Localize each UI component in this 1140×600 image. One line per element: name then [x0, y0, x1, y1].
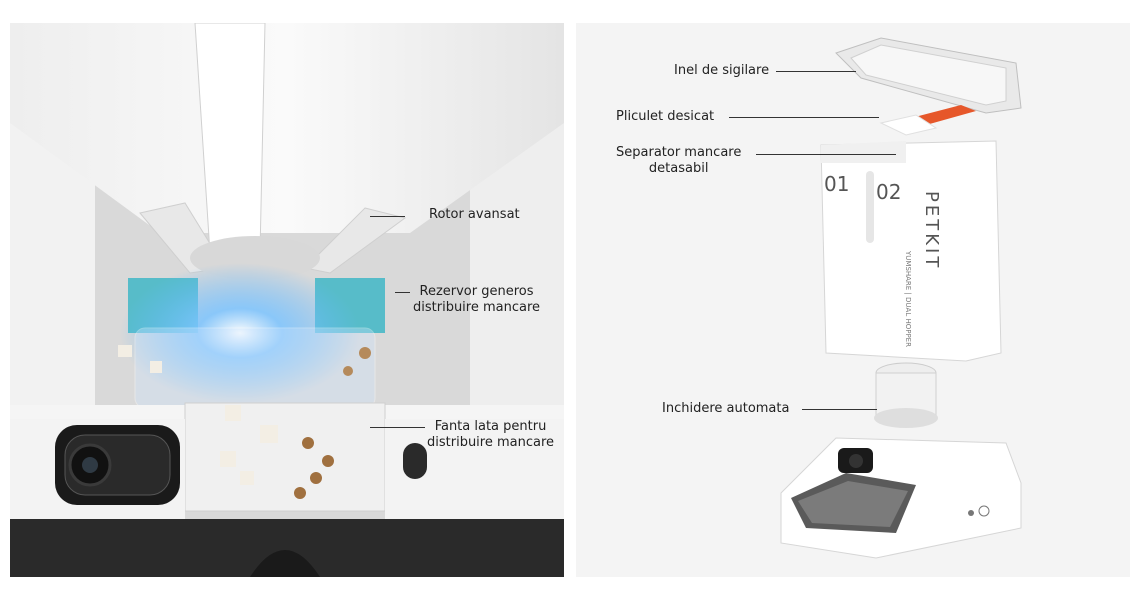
- model-text: YUMSHARE | DUAL HOPPER: [904, 250, 912, 347]
- label-separator: Separator mancare detasabil: [616, 145, 742, 176]
- label-rotor: Rotor avansat: [429, 207, 520, 222]
- label-seal-ring: Inel de sigilare: [674, 63, 770, 78]
- label-reservoir: Rezervor generos distribuire mancare: [413, 284, 541, 315]
- leader-rotor: [370, 216, 405, 217]
- exploded-view-panel: 01 02 PETKIT YUMSHARE | DUAL HOPPER Inel…: [576, 23, 1130, 577]
- leader-reservoir: [395, 292, 410, 293]
- compartment-01: 01: [824, 172, 849, 196]
- feeder-cutaway-illustration: [10, 23, 564, 577]
- label-slot: Fanta lata pentru distribuire mancare: [427, 419, 555, 450]
- leader-slot: [370, 427, 425, 428]
- leader-separator: [756, 154, 896, 155]
- label-desiccant: Pliculet desicat: [616, 109, 715, 124]
- leader-seal-ring: [776, 71, 856, 72]
- leader-desiccant: [729, 117, 879, 118]
- brand-text: PETKIT: [921, 191, 942, 270]
- cutaway-photo-panel: Rotor avansat Rezervor generos distribui…: [10, 23, 564, 577]
- leader-auto-close: [802, 409, 877, 410]
- compartment-02: 02: [876, 180, 901, 204]
- exploded-hopper-illustration: 01 02 PETKIT YUMSHARE | DUAL HOPPER: [780, 37, 1022, 559]
- label-auto-close: Inchidere automata: [662, 401, 790, 416]
